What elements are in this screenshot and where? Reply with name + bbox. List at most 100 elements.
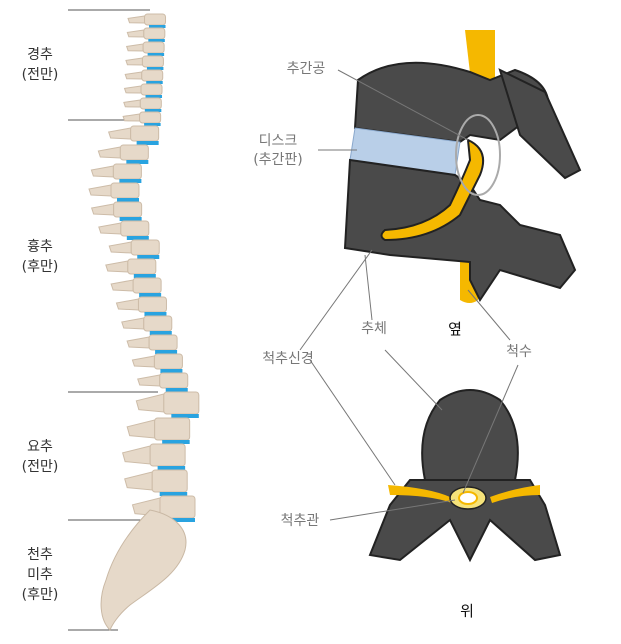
- vertebra: [140, 83, 163, 96]
- region-label-sacral: 천추 미추 (후만): [12, 545, 68, 605]
- region-name: 천추: [27, 547, 53, 563]
- spinous-process: [135, 393, 165, 413]
- posterior-arch: [368, 479, 562, 563]
- label-spinal-cord: 척수: [506, 344, 532, 360]
- spinous-process: [90, 203, 115, 216]
- spinous-process: [124, 471, 153, 491]
- vertebra: [139, 111, 162, 124]
- top-view: [368, 389, 562, 563]
- spinous-process: [122, 113, 141, 122]
- disc: [144, 109, 162, 112]
- disc: [139, 293, 162, 297]
- vertebra: [139, 97, 162, 110]
- disc: [155, 350, 178, 354]
- disc: [159, 492, 188, 496]
- disc: [149, 25, 166, 28]
- side-view-title: 옆: [448, 320, 462, 338]
- spinous-process: [126, 29, 145, 38]
- spinous-process: [126, 419, 156, 439]
- spinous-process: [110, 279, 134, 292]
- nerve-root: [380, 138, 484, 242]
- vertebra: [112, 163, 142, 180]
- spinous-process: [131, 355, 155, 368]
- disc: [144, 312, 167, 316]
- region-curve: (후만): [21, 259, 59, 275]
- spinous-process: [137, 374, 161, 387]
- vertebra: [149, 443, 186, 467]
- disc: [117, 198, 140, 202]
- disc: [146, 81, 163, 84]
- vertebra: [143, 315, 173, 332]
- spinous-process: [88, 184, 112, 197]
- spinous-process: [90, 165, 114, 178]
- spinous-process: [107, 127, 132, 140]
- disc: [133, 274, 156, 278]
- vertebra: [120, 220, 150, 237]
- vertebra: [130, 239, 160, 256]
- side-view: [343, 30, 582, 303]
- disc: [144, 123, 161, 126]
- label-spinal-nerve: 척추신경: [262, 351, 314, 367]
- vertebra: [141, 55, 164, 68]
- label-disc: 디스크 (추간판): [240, 132, 316, 170]
- vertebra: [151, 469, 188, 493]
- label-disc-sub: (추간판): [253, 152, 303, 168]
- vertebra: [143, 27, 166, 40]
- upper-spinous-process: [498, 68, 582, 180]
- region-name: 경추: [27, 47, 53, 63]
- foramen-ring: [455, 114, 501, 196]
- lower-vertebra: [343, 158, 577, 302]
- sacrum: [100, 509, 187, 631]
- disc: [119, 179, 142, 183]
- spinous-process: [122, 445, 151, 465]
- disc: [145, 95, 163, 98]
- spinous-process: [123, 99, 141, 108]
- nerve-top: [388, 485, 540, 503]
- region-curve: (전만): [21, 67, 59, 83]
- region-name: 흉추: [27, 239, 53, 255]
- vertebra: [142, 41, 165, 54]
- label-spinal-canal: 척추관: [280, 513, 320, 529]
- region-name-2: 미추: [27, 567, 53, 583]
- vertebra: [154, 417, 191, 441]
- disc: [162, 440, 190, 444]
- region-name: 요추: [27, 439, 53, 455]
- vertebra: [113, 201, 143, 218]
- leader-lines: [299, 69, 519, 521]
- vertebra: [159, 372, 189, 389]
- vertebra: [127, 258, 157, 275]
- disc: [137, 255, 160, 259]
- vertebra: [130, 125, 160, 142]
- disc: [126, 236, 149, 240]
- label-vertebral-body: 추체: [361, 321, 387, 337]
- disc: [157, 466, 186, 470]
- vertebra: [110, 182, 140, 199]
- vertebra: [137, 296, 167, 313]
- vertebral-body-top: [421, 389, 519, 481]
- disc: [146, 67, 164, 70]
- disc: [165, 388, 188, 392]
- vertebra: [141, 69, 164, 82]
- label-disc-main: 디스크: [258, 133, 298, 149]
- region-curve: (후만): [21, 587, 59, 603]
- disc: [147, 53, 165, 56]
- disc: [160, 369, 183, 373]
- region-label-lumbar: 요추 (전만): [12, 437, 68, 477]
- disc: [171, 414, 199, 418]
- spinous-process: [123, 85, 142, 94]
- spinous-process: [125, 43, 144, 52]
- region-curve: (전만): [21, 459, 59, 475]
- spinal-column: [88, 13, 200, 522]
- region-label-thoracic: 흉추 (후만): [12, 237, 68, 277]
- disc: [148, 39, 165, 42]
- spinous-process: [105, 260, 129, 273]
- vertebra: [148, 334, 178, 351]
- vertebra: [132, 277, 162, 294]
- label-foramen: 추간공: [286, 61, 326, 77]
- disc: [136, 141, 159, 145]
- spinous-process: [121, 317, 145, 330]
- spinous-process: [97, 146, 121, 159]
- spinous-process: [115, 298, 139, 311]
